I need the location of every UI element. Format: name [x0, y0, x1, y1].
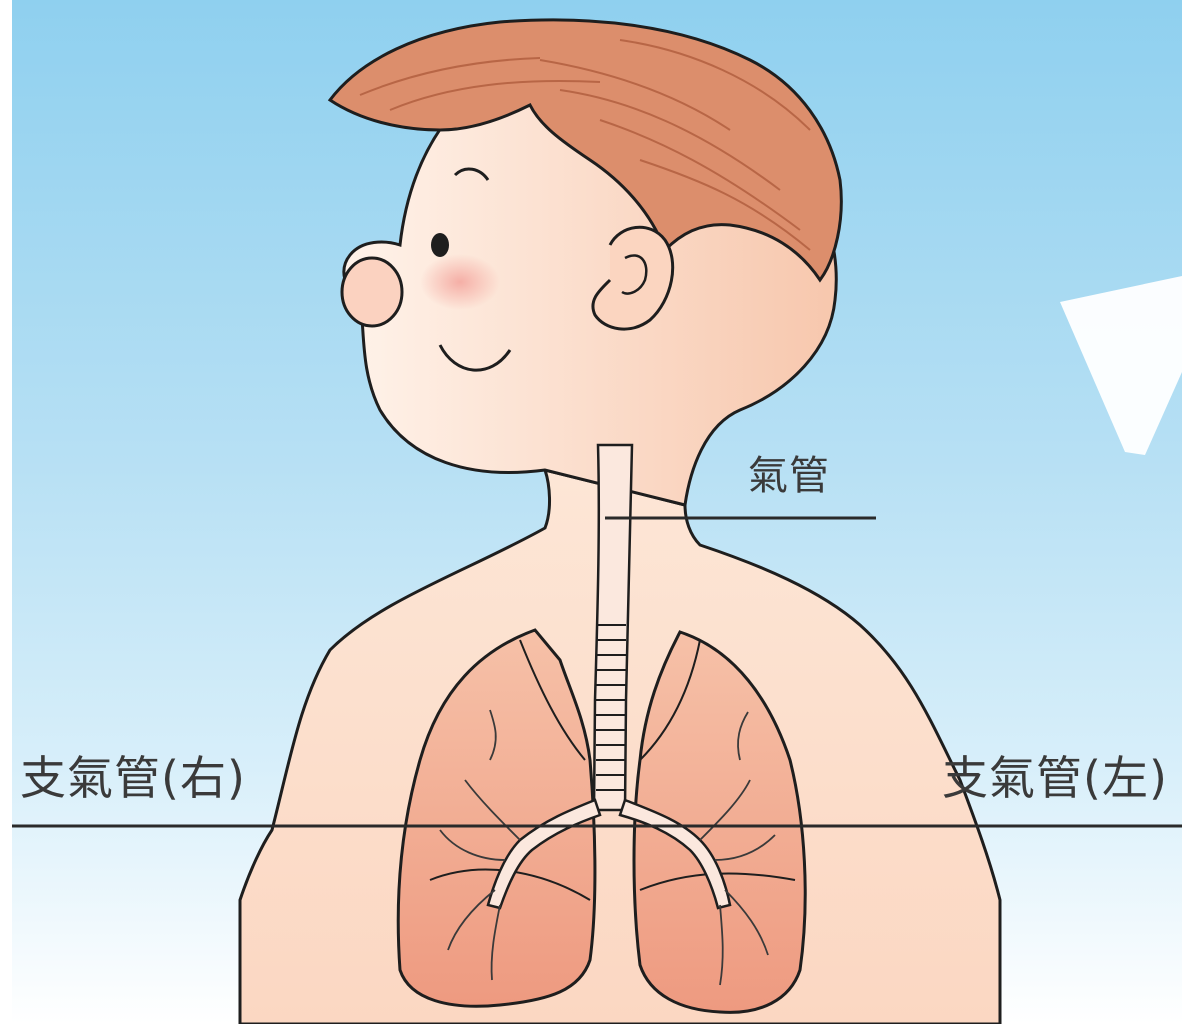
trachea — [594, 445, 632, 810]
eye — [431, 233, 449, 257]
nose — [342, 258, 402, 326]
cheek-blush — [420, 254, 500, 310]
label-bronchus-left: 支氣管(左) — [942, 755, 1168, 801]
label-bronchus-right: 支氣管(右) — [20, 755, 246, 801]
label-trachea: 氣管 — [748, 456, 830, 496]
background-chevron-shape — [1060, 276, 1182, 455]
